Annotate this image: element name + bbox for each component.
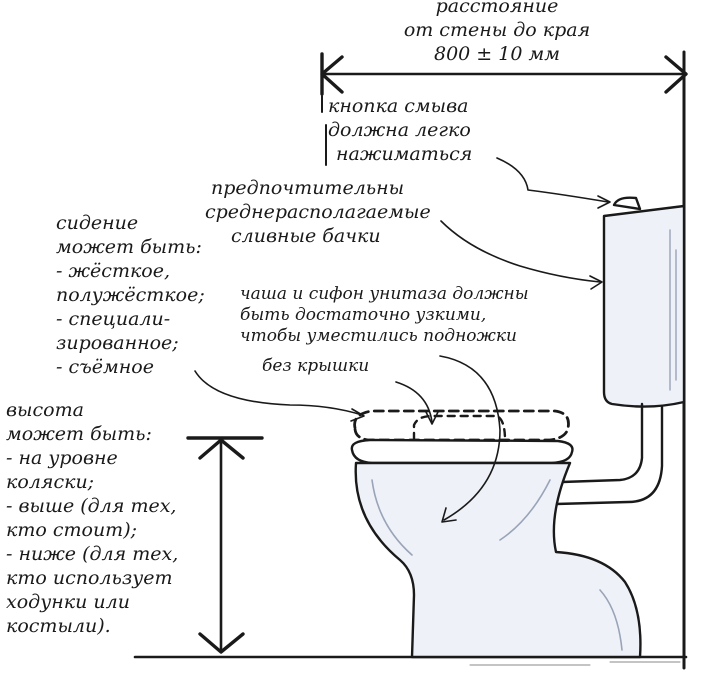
seat-inner-dashed [412, 414, 507, 442]
tank-note: предпочтительны среднерасполагаемые слив… [205, 176, 431, 248]
height-note-line3: - на уровне [6, 447, 118, 469]
tank-note-line1: предпочтительны [211, 177, 405, 199]
height-arrow-bottom [198, 632, 245, 654]
toilet-seat-dashed [353, 409, 570, 442]
floor-hatch [469, 661, 681, 666]
height-note-line4: коляски; [6, 471, 95, 493]
distance-label-line1: расстояние [435, 0, 559, 17]
height-arrow-top [186, 436, 264, 460]
height-note-line10: костыли). [6, 615, 111, 637]
height-note-line9: ходунки или [6, 591, 130, 613]
seat-note-line5: - специали- [56, 308, 171, 330]
bowl-note: чаша и сифон унитаза должны быть достато… [240, 284, 529, 347]
distance-extension-line [321, 95, 327, 166]
height-note-line1: высота [6, 399, 84, 421]
flush-note-line3: нажиматься [336, 143, 473, 165]
distance-arrow-left [320, 52, 344, 96]
bowl-note-line1: чаша и сифон унитаза должны [240, 284, 529, 304]
flush-note-line2: должна легко [328, 119, 471, 141]
seat-note-line6: зированное; [56, 332, 179, 354]
seat-note-line3: - жёсткое, [56, 260, 171, 282]
seat-note-line1: сидение [56, 212, 139, 234]
lid-note: без крышки [262, 356, 369, 377]
flush-note-arrow [496, 157, 609, 203]
seat-note-arrow [194, 370, 363, 416]
distance-label-line2: от стены до края [403, 19, 591, 41]
tank-note-line3: сливные бачки [231, 225, 381, 247]
seat-note: сидение может быть: - жёсткое, полужёстк… [56, 211, 205, 379]
bowl-note-arrow [439, 355, 501, 521]
flush-button [612, 196, 642, 211]
toilet-rim [350, 438, 574, 465]
height-note-line8: кто использует [6, 567, 173, 589]
seat-note-arrowhead [350, 408, 365, 422]
distance-label-line3: 800 ± 10 мм [434, 43, 560, 65]
lid-note-arrowhead [425, 411, 439, 425]
tank-note-arrowhead [589, 275, 603, 290]
tank-note-arrow [440, 220, 601, 283]
cistern-tank [602, 204, 686, 408]
distance-arrow-right [664, 55, 688, 94]
bowl-note-arrowhead [441, 507, 457, 523]
flush-button-note: кнопка смыва должна легко нажиматься [328, 94, 472, 166]
height-note-line2: может быть: [6, 423, 152, 445]
distance-label: расстояние от стены до края 800 ± 10 мм [372, 0, 622, 66]
tank-note-line2: среднерасполагаемые [205, 201, 431, 223]
seat-note-line2: может быть: [56, 236, 202, 258]
bowl-note-line2: быть достаточно узкими, [240, 305, 487, 325]
connecting-pipe [554, 402, 664, 506]
seat-note-line7: - съёмное [56, 356, 154, 378]
flush-note-arrowhead [597, 195, 611, 209]
cistern-shading [669, 229, 677, 391]
height-note: высота может быть: - на уровне коляски; … [6, 398, 178, 638]
height-note-line6: кто стоит); [6, 519, 138, 541]
toilet-bowl [354, 461, 642, 659]
height-note-line5: - выше (для тех, [6, 495, 177, 517]
bowl-shading [371, 479, 623, 651]
bowl-note-line3: чтобы уместились подножки [240, 326, 517, 346]
lid-note-line1: без крышки [262, 356, 370, 376]
flush-note-line1: кнопка смыва [328, 95, 469, 117]
seat-note-line4: полужёсткое; [56, 284, 205, 306]
height-note-line7: - ниже (для тех, [6, 543, 179, 565]
lid-note-arrow [395, 381, 433, 423]
